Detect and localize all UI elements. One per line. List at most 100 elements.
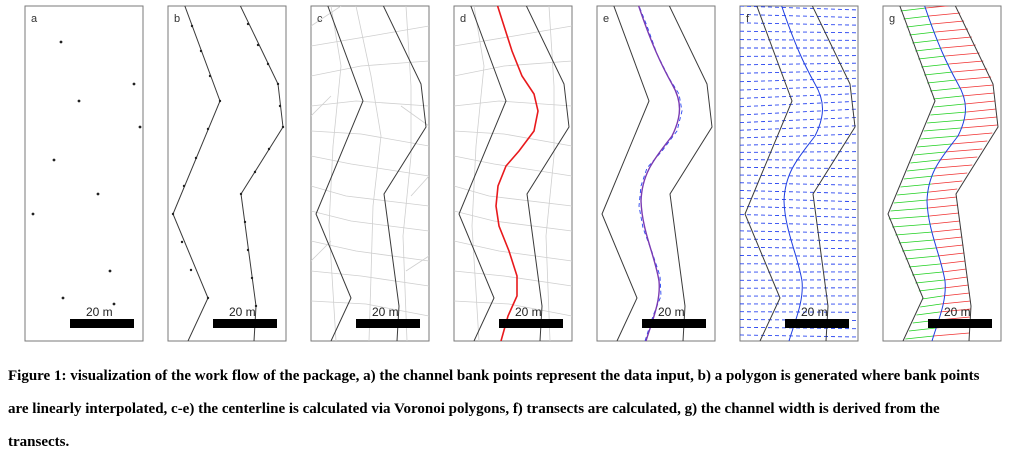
right-width-segment: [938, 156, 978, 161]
right-width-segment: [942, 292, 970, 297]
right-width-segment: [931, 180, 963, 185]
transect-line: [740, 311, 858, 313]
left-width-segment: [910, 159, 939, 164]
right-width-segment: [949, 60, 984, 65]
transect-line: [740, 77, 858, 83]
transect-line: [740, 190, 858, 194]
left-width-segment: [902, 247, 936, 252]
scale-label: 20 m: [372, 305, 399, 319]
panel-e: e 20 m: [596, 5, 716, 342]
bank-left-line: [887, 6, 936, 341]
left-width-segment: [905, 255, 938, 260]
scale-bar: [642, 319, 706, 328]
right-width-segment: [928, 12, 961, 17]
transect-line: [740, 182, 858, 186]
left-width-segment: [903, 175, 934, 180]
panel-d: d 20 m: [453, 5, 573, 342]
right-width-segment: [961, 92, 995, 97]
panel-f: f 20 m: [739, 5, 859, 342]
panel-letter-d: d: [460, 13, 466, 25]
right-width-segment: [929, 212, 959, 217]
transect-line: [740, 39, 858, 41]
left-width-segment: [908, 263, 941, 268]
right-width-segment: [936, 164, 973, 169]
right-width-segment: [940, 300, 971, 305]
left-width-segment: [892, 223, 932, 228]
panel-letter-g: g: [889, 13, 895, 25]
left-width-segment: [924, 71, 953, 76]
left-width-segment: [915, 47, 942, 52]
right-width-segment: [925, 6, 951, 9]
interpolated-points: [171, 22, 285, 308]
left-width-segment: [912, 271, 943, 276]
left-width-segment: [913, 151, 946, 156]
panel-letter-a: a: [31, 13, 38, 25]
right-width-segment: [932, 228, 962, 233]
right-width-segment: [945, 52, 980, 57]
transect-line: [740, 255, 858, 257]
left-width-segment: [918, 287, 944, 292]
bank-right-line: [525, 6, 570, 341]
right-width-segment: [951, 140, 988, 145]
transect-line: [740, 93, 858, 99]
left-width-segment: [927, 79, 957, 84]
bank-left-line: [315, 6, 364, 341]
transect-line: [740, 334, 858, 338]
scale-label: 20 m: [515, 305, 542, 319]
panel-b: b 20 m: [167, 5, 287, 342]
right-width-segment: [957, 132, 993, 137]
left-width-segment: [921, 63, 950, 68]
right-width-segment: [945, 148, 983, 153]
transect-line: [740, 246, 858, 250]
transect-line: [740, 238, 858, 242]
panel-letter-b: b: [174, 13, 180, 25]
bank-points: [31, 40, 142, 306]
transect-line: [740, 159, 858, 161]
scale-label: 20 m: [229, 305, 256, 319]
scale-bar: [928, 319, 992, 328]
left-width-segment: [933, 95, 963, 100]
left-width-segment: [900, 183, 932, 188]
left-width-segment: [927, 119, 964, 124]
scale-bar: [213, 319, 277, 328]
right-width-segment: [959, 84, 994, 89]
left-width-segment: [930, 111, 967, 116]
left-width-segment: [933, 103, 965, 108]
workflow-figure: a 20 m b: [24, 5, 1002, 342]
figure-caption: Figure 1: visualization of the work flow…: [8, 368, 980, 450]
right-width-segment: [933, 172, 968, 177]
left-width-segment: [912, 39, 939, 44]
left-width-segment: [909, 31, 936, 36]
centerline-voronoi: [495, 6, 539, 341]
transect-line: [740, 70, 858, 74]
right-width-segment: [928, 204, 958, 209]
left-width-segment: [898, 239, 934, 244]
centerline-smoothed: [924, 6, 966, 341]
left-width-segment: [907, 167, 937, 172]
bank-right-line: [382, 6, 427, 341]
left-width-segment: [920, 303, 942, 308]
transect-line: [740, 30, 858, 34]
right-width-segment: [933, 332, 970, 337]
transect-line: [740, 6, 858, 11]
right-width-segment: [935, 244, 964, 249]
left-width-segment: [890, 207, 929, 212]
panel-letter-f: f: [746, 13, 750, 25]
panel-a: a 20 m: [24, 5, 144, 342]
panel-g: g 20 m: [882, 5, 1002, 342]
bank-right-line: [954, 6, 999, 341]
left-width-segment: [897, 191, 930, 196]
right-width-segment: [964, 100, 996, 105]
left-width-segment: [917, 143, 952, 148]
bank-right-line: [239, 6, 284, 341]
scale-label: 20 m: [944, 305, 971, 319]
left-width-segment: [895, 231, 933, 236]
transect-line: [740, 62, 858, 66]
left-width-segment: [900, 7, 926, 12]
right-width-segment: [939, 308, 971, 313]
left-width-segment: [923, 127, 961, 132]
transect-line: [740, 13, 858, 19]
right-width-segment: [966, 108, 997, 113]
transect-line: [740, 279, 858, 281]
scale-label: 20 m: [86, 305, 113, 319]
